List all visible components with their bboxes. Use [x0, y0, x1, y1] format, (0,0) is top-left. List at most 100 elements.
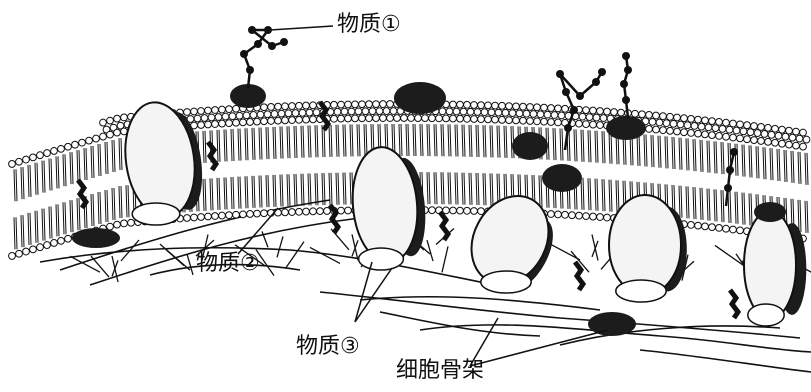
lipid-tail — [336, 173, 337, 205]
phospholipid-head — [786, 141, 793, 148]
phospholipid-head — [93, 135, 100, 142]
lipid-tail — [331, 173, 332, 205]
lipid-tail — [749, 145, 750, 177]
phospholipid-head — [502, 109, 509, 116]
lipid-tail — [744, 193, 745, 225]
lipid-tail — [555, 128, 556, 160]
phospholipid-head — [212, 107, 219, 114]
lipid-tail — [23, 215, 24, 247]
lipid-tail — [793, 151, 794, 183]
lipid-tail — [700, 140, 701, 172]
lipid-tail — [266, 175, 267, 207]
sugar-bead — [248, 26, 256, 34]
phospholipid-head — [289, 209, 296, 216]
phospholipid-head — [44, 150, 51, 157]
phospholipid-head — [58, 237, 65, 244]
lipid-tail — [742, 193, 743, 225]
phospholipid-head — [334, 108, 341, 115]
lipid-tail — [427, 172, 428, 204]
phospholipid-head — [345, 101, 352, 108]
lipid-tail — [751, 193, 752, 225]
phospholipid-head — [72, 141, 79, 148]
phospholipid-head — [331, 115, 338, 122]
phospholipid-head — [408, 115, 415, 122]
phospholipid-head — [275, 117, 282, 124]
lipid-tail — [597, 179, 598, 211]
lipid-tail — [658, 136, 659, 168]
phospholipid-head — [254, 118, 261, 125]
phospholipid-head — [646, 126, 653, 133]
lipid-tail — [296, 174, 297, 206]
phospholipid-head — [583, 213, 590, 220]
phospholipid-head — [726, 126, 733, 133]
phospholipid-head — [684, 122, 691, 129]
phospholipid-head — [289, 117, 296, 124]
lipid-tail — [58, 156, 59, 188]
lipid-tail — [583, 178, 584, 210]
lipid-tail — [261, 127, 262, 159]
phospholipid-head — [429, 207, 436, 214]
phospholipid-head — [44, 242, 51, 249]
lipid-tail — [105, 142, 106, 174]
phospholipid-head — [303, 116, 310, 123]
phospholipid-head — [548, 211, 555, 218]
lipid-tail — [791, 151, 792, 183]
lipid-tail — [497, 126, 498, 158]
phospholipid-head — [250, 112, 257, 119]
lipid-tail — [786, 150, 787, 182]
peripheral-protein — [588, 312, 636, 336]
lipid-tail — [280, 127, 281, 159]
lipid-tail — [315, 173, 316, 205]
phospholipid-head — [474, 109, 481, 116]
lipid-tail — [681, 186, 682, 218]
phospholipid-head — [37, 244, 44, 251]
lipid-tail — [485, 173, 486, 205]
phospholipid-head — [478, 102, 485, 109]
phospholipid-head — [786, 127, 793, 134]
phospholipid-head — [691, 123, 698, 130]
phospholipid-head — [527, 118, 534, 125]
phospholipid-head — [537, 111, 544, 118]
phospholipid-head — [677, 121, 684, 128]
lipid-tail — [98, 144, 99, 176]
lipid-tail — [765, 147, 766, 179]
lipid-tail — [588, 130, 589, 162]
sugar-bead — [576, 92, 584, 100]
lipid-tail — [203, 131, 204, 163]
phospholipid-head — [450, 207, 457, 214]
label-cytoskeleton: 细胞骨架 — [396, 360, 484, 382]
lipid-tail — [581, 130, 582, 162]
lipid-tail — [247, 176, 248, 208]
phospholipid-head — [485, 102, 492, 109]
lipid-tail — [49, 158, 50, 190]
lipid-tail — [14, 169, 15, 201]
phospholipid-head — [548, 119, 555, 126]
phospholipid-head — [702, 117, 709, 124]
lipid-tail — [245, 128, 246, 160]
phospholipid-head — [471, 208, 478, 215]
phospholipid-head — [499, 116, 506, 123]
sugar-bead — [564, 124, 572, 132]
phospholipid-head — [100, 133, 107, 140]
phospholipid-head — [779, 126, 786, 133]
lipid-tail — [639, 134, 640, 166]
phospholipid-head — [555, 105, 562, 112]
lipid-tail — [322, 173, 323, 205]
lipid-tail — [469, 125, 470, 157]
phospholipid-head — [306, 109, 313, 116]
phospholipid-head — [765, 124, 772, 131]
phospholipid-head — [23, 248, 30, 255]
peripheral-protein — [754, 202, 786, 222]
phospholipid-head — [660, 127, 667, 134]
lipid-tail — [667, 136, 668, 168]
phospholipid-head — [653, 112, 660, 119]
lipid-tail — [686, 186, 687, 218]
sugar-bead — [246, 66, 254, 74]
lipid-tail — [723, 142, 724, 174]
lipid-tail — [674, 137, 675, 169]
phospholipid-head — [387, 101, 394, 108]
phospholipid-head — [100, 119, 107, 126]
phospholipid-head — [401, 115, 408, 122]
lipid-tail — [716, 141, 717, 173]
lipid-tail — [16, 217, 17, 249]
